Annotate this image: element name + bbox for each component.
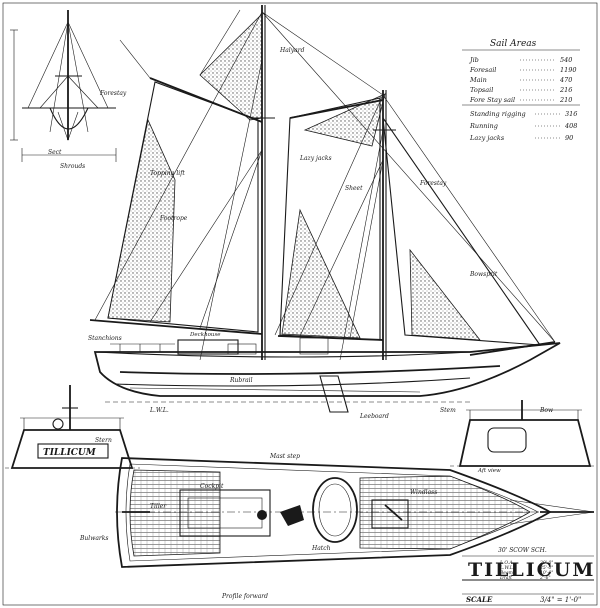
- rigging-name: Lazy jacks: [469, 134, 505, 142]
- fore-hatch: [371, 499, 409, 529]
- note-forestay: Forestay: [419, 180, 447, 187]
- sail-area-name: Main: [469, 76, 487, 84]
- foresail-shading: [107, 118, 176, 323]
- title-block: [462, 555, 594, 595]
- fore-deck-planking: [359, 475, 531, 550]
- note-halyard: Halyard: [279, 47, 305, 54]
- note-sheet: Sheet: [345, 185, 363, 192]
- note-waterline: L.W.L.: [149, 407, 169, 414]
- note-stern: Stern: [95, 437, 112, 444]
- particular-name: Beam: [499, 570, 513, 576]
- note-section: Sect: [48, 149, 62, 156]
- main-gaff: [289, 99, 384, 119]
- mainsail-shading: [281, 208, 361, 339]
- sail-area-name: Topsail: [470, 86, 493, 94]
- particular-name: L.O.A.: [499, 560, 515, 566]
- main-topsail: [303, 93, 386, 147]
- main-hatch: [312, 477, 358, 543]
- transom-name: TILLICUM: [43, 448, 97, 458]
- rig-front-view: [10, 10, 117, 162]
- jib-shading: [409, 248, 481, 341]
- main-boom: [277, 335, 384, 341]
- rubrail: [119, 365, 501, 375]
- title-subtitle: 30' SCOW SCH.: [498, 547, 547, 554]
- note-leeboard: Leeboard: [359, 413, 389, 420]
- fore-gaff: [149, 77, 263, 123]
- particular-name: Draft: [499, 575, 512, 581]
- sail-areas-table: Sail Areas: [462, 39, 580, 106]
- note-cockpit: Cockpit: [200, 483, 224, 490]
- note-rubrail: Rubrail: [229, 377, 253, 384]
- note-bowsprit: Bowsprit: [469, 271, 498, 278]
- sail-area-value: 210: [559, 96, 572, 104]
- rigging: [89, 5, 556, 361]
- cockpit: [179, 489, 271, 537]
- note-forward-view: Profile forward: [221, 593, 268, 600]
- deckhouse-profile: [177, 339, 239, 355]
- hull-profile: [93, 337, 561, 413]
- particular-value: 30'-0": [540, 560, 553, 566]
- topping-lift: [94, 11, 263, 321]
- rigging-value: 90: [565, 134, 573, 142]
- leeboard: [319, 375, 349, 413]
- stern-view: [5, 385, 140, 469]
- hull-outline: [93, 342, 561, 397]
- bow-view: [450, 400, 596, 467]
- particular-value: 2'-6": [539, 575, 551, 581]
- note-bow: Bow: [539, 407, 554, 414]
- rigging-value: 408: [564, 122, 577, 130]
- transom-nameboard: [37, 443, 109, 459]
- bow-outline: [458, 419, 592, 467]
- sail-area-value: 540: [560, 56, 572, 64]
- note-lazy-jacks: Lazy jacks: [299, 155, 332, 162]
- note-hatch: Hatch: [311, 545, 331, 552]
- note-stem: Stem: [440, 407, 456, 414]
- sail-area-name: Foresail: [469, 66, 496, 74]
- rigging-name: Standing rigging: [470, 110, 526, 118]
- particular-name: L.W.L.: [499, 565, 515, 571]
- scale-value: 3/4" = 1'-0": [540, 596, 581, 604]
- note-aft-view: Aft view: [477, 468, 501, 474]
- foremast-plan: [257, 510, 267, 520]
- scale-label: SCALE: [466, 595, 493, 604]
- deck-plan: [115, 457, 595, 568]
- sail-area-name: Jib: [468, 56, 479, 64]
- note-tiller: Tiller: [150, 503, 167, 510]
- sail-area-value: 470: [559, 76, 572, 84]
- deck-outline: [116, 457, 552, 568]
- aft-deck-planking: [129, 469, 221, 557]
- fore-boom: [89, 319, 263, 335]
- note-footrope: Footrope: [159, 215, 188, 222]
- bow-hatch: [487, 427, 527, 453]
- jib: [382, 117, 542, 346]
- note-shrouds: Shrouds: [60, 163, 85, 170]
- note-windlass: Windlass: [410, 489, 437, 496]
- particular-value: 25'-0": [539, 565, 553, 571]
- rigging-name: Running: [469, 122, 498, 130]
- sail-area-value: 1190: [560, 66, 577, 74]
- forestay: [261, 11, 556, 343]
- note-deckhouse: Deckhouse: [189, 332, 221, 338]
- sail-areas-heading: Sail Areas: [490, 39, 537, 49]
- rigging-value: 316: [565, 110, 577, 118]
- sail-area-value: 216: [559, 86, 572, 94]
- note-topping-lift: Topping lift: [150, 170, 185, 177]
- note-mast-step: Mast step: [269, 453, 300, 460]
- particular-value: 10'-0": [540, 570, 553, 576]
- title-name: TILLICUM: [468, 559, 595, 581]
- sail-area-name: Fore Stay sail: [469, 96, 515, 104]
- note-stanchions: Stanchions: [88, 335, 122, 342]
- note-bulwarks: Bulwarks: [79, 535, 109, 542]
- note-forestay-front: Forestay: [99, 90, 127, 97]
